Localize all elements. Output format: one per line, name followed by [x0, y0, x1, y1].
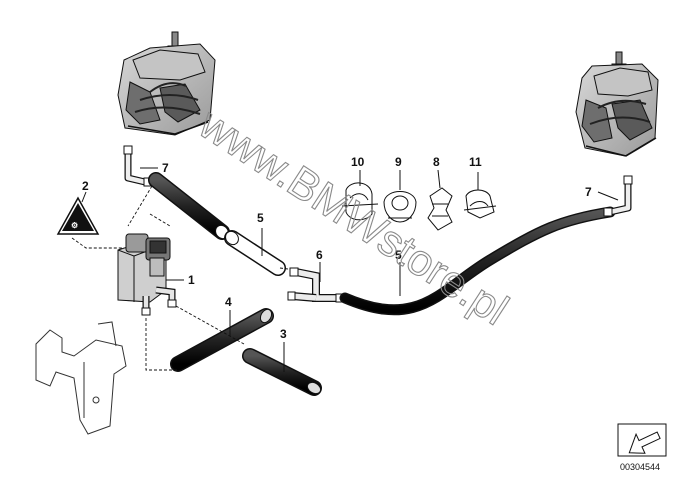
callout-6: 6	[316, 248, 323, 262]
diagram-ref-number: 00304544	[620, 462, 660, 472]
hose-4	[170, 308, 274, 372]
callout-10: 10	[351, 155, 365, 169]
callout-2: 2	[82, 179, 89, 193]
bracket	[35, 321, 127, 435]
callout-3: 3	[280, 327, 287, 341]
arrow-icon	[628, 431, 661, 454]
clip-10	[341, 170, 379, 221]
t-connector	[287, 262, 345, 303]
hose-5-left	[224, 228, 286, 276]
engine-mount-icon	[117, 31, 216, 136]
callout-5-right: 5	[395, 248, 402, 262]
callout-9: 9	[395, 155, 402, 169]
engine-mount-icon	[575, 51, 659, 157]
svg-text:⚙: ⚙	[71, 221, 78, 230]
engine-mount-right	[575, 51, 659, 157]
hose-5-right-long	[339, 206, 616, 316]
clip-8	[427, 169, 453, 231]
vacuum-valve	[117, 233, 184, 316]
clip-11	[463, 172, 497, 219]
diagram-ref-box	[617, 423, 667, 457]
warning-label-icon: ⚙	[56, 196, 100, 235]
engine-mount-left	[117, 31, 216, 136]
callout-1: 1	[188, 273, 195, 287]
callout-11: 11	[469, 155, 482, 169]
hose-upper-left	[148, 172, 230, 240]
callout-8: 8	[433, 155, 440, 169]
callout-5-left: 5	[257, 211, 264, 225]
clip-9	[383, 170, 417, 223]
solenoid-valve-icon	[117, 233, 177, 316]
callout-7-right: 7	[585, 185, 592, 199]
bracket-icon	[35, 321, 127, 435]
callout-4: 4	[225, 295, 232, 309]
hose-3	[242, 342, 322, 396]
callout-7-left: 7	[162, 161, 169, 175]
elbow-connector-right	[597, 175, 633, 217]
